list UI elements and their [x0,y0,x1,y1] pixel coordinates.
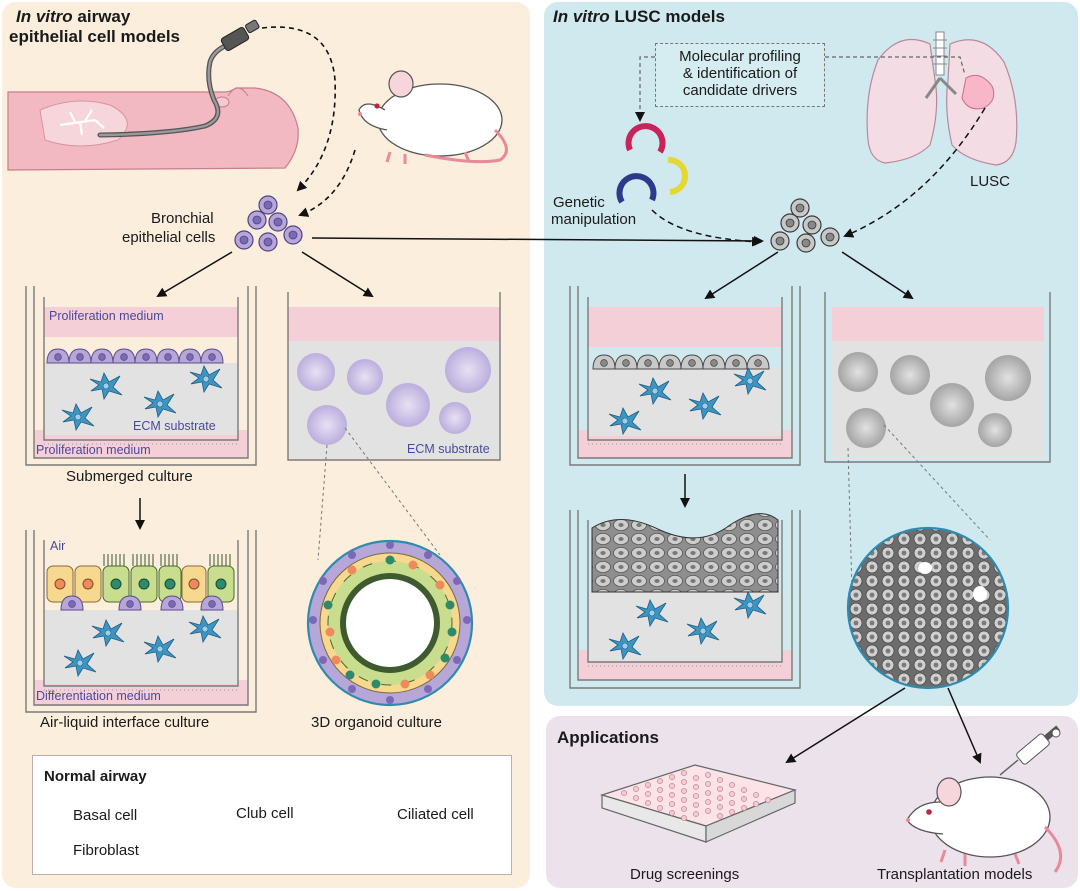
submerged-bottom-medium: Proliferation medium [36,443,151,457]
organoid-caption: 3D organoid culture [311,714,442,731]
left-panel-title-line2: epithelial cell models [9,27,181,46]
patient-bronchoscopy-icon [7,87,299,171]
legend-box: Normal airway Basal cell Club cell Cilia… [32,755,512,875]
legend-title: Normal airway [44,768,147,785]
submerged-top-medium: Proliferation medium [49,309,164,323]
lusc-organoid-cross-section [846,526,1010,690]
bronchoscope-icon [97,19,260,138]
submerged-ecm-label: ECM substrate [133,419,216,433]
lusc-label: LUSC [970,173,1011,190]
lung-icon [866,31,1018,166]
transplantation-models-label: Transplantation models [877,866,1033,883]
profiling-box: Molecular profiling & identification of … [655,43,825,107]
transplant-mouse-icon [906,776,1063,873]
bronchial-label-line2: epithelial cells [122,229,216,246]
organoid-ecm-label: ECM substrate [407,442,490,456]
air-liquid-interface-well [25,530,257,713]
ali-caption: Air-liquid interface culture [40,714,210,731]
drug-screenings-label: Drug screenings [630,866,740,883]
profiling-line-1: Molecular profiling [679,48,801,65]
lusc-cell-cluster [770,198,840,253]
left-panel-title: In vitro airway [16,7,131,26]
bronchial-label-line1: Bronchial [151,210,214,227]
ali-air-label: Air [50,539,66,553]
genetic-label-line2: manipulation [551,211,637,228]
right-panel-title: In vitro LUSC models [553,7,725,26]
lusc-air-liquid-well [569,510,801,689]
lusc-organoid-well [824,292,1051,463]
lusc-submerged-well [569,286,801,466]
applications-title: Applications [557,728,660,747]
syringe-icon [999,725,1061,776]
legend-basal-cell: Basal cell [73,807,138,824]
legend-ciliated-cell: Ciliated cell [397,806,474,823]
legend-club-cell: Club cell [236,805,294,822]
well-plate-icon [599,764,797,843]
mouse-icon [358,70,508,164]
plasmid-icon [616,123,688,204]
submerged-culture-well [25,286,257,466]
ali-bottom-medium: Differentiation medium [36,689,161,703]
genetic-label-line1: Genetic [553,194,605,211]
bronchial-cell-cluster [234,195,303,252]
submerged-caption: Submerged culture [66,468,193,485]
profiling-line-2: & identification of [682,65,798,82]
legend-fibroblast: Fibroblast [73,842,139,859]
organoid-culture-well [287,292,501,461]
profiling-line-3: candidate drivers [682,82,798,99]
organoid-cross-section [306,539,474,707]
